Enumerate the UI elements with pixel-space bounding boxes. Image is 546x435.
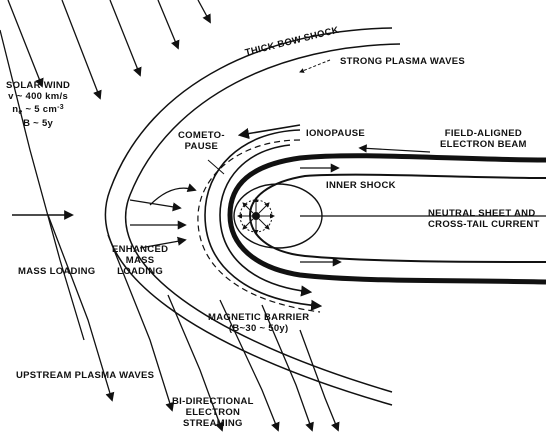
plasma-waves-leader bbox=[299, 59, 331, 73]
draped-field-lines bbox=[204, 124, 323, 311]
inner-shock-label: INNER SHOCK bbox=[326, 180, 396, 191]
solar-wind-field-lines bbox=[0, 0, 340, 432]
field-line-1b bbox=[47, 214, 115, 402]
magnetic-barrier-label: MAGNETIC BARRIER (B~30 ~ 50y) bbox=[208, 312, 310, 334]
enhanced-mass-loading-label: ENHANCED MASS LOADING bbox=[112, 244, 169, 277]
field-aligned-beam-label: FIELD-ALIGNED ELECTRON BEAM bbox=[440, 128, 527, 150]
solar-wind-velocity: v ~ 400 km/s bbox=[8, 91, 69, 102]
bow-shock bbox=[104, 27, 401, 406]
field-line-6 bbox=[0, 29, 85, 341]
cometopause-boundary bbox=[197, 139, 321, 313]
field-line-5b bbox=[261, 304, 314, 432]
field-line-1 bbox=[7, 0, 44, 88]
nucleus bbox=[237, 197, 275, 235]
neutral-sheet-label: NEUTRAL SHEET AND CROSS-TAIL CURRENT bbox=[428, 208, 540, 230]
ionopause-tail bbox=[227, 153, 546, 285]
solar-wind-field: B ~ 5y bbox=[23, 118, 54, 129]
flow-arrows bbox=[129, 163, 342, 267]
solar-wind-label: SOLAR WIND v ~ 400 km/s ne ~ 5 cm-3 B ~ … bbox=[6, 80, 70, 129]
field-line-4b bbox=[219, 299, 280, 432]
strong-plasma-waves-label: STRONG PLASMA WAVES bbox=[340, 56, 465, 67]
mass-loading-label: MASS LOADING bbox=[18, 266, 96, 277]
field-line-4 bbox=[157, 0, 180, 50]
electron-beam-arrow bbox=[358, 144, 431, 153]
cometopause-label: COMETO- PAUSE bbox=[178, 130, 225, 152]
field-line-3 bbox=[109, 0, 142, 77]
ionopause-label: IONOPAUSE bbox=[306, 128, 366, 139]
bidirectional-streaming-label: BI-DIRECTIONAL ELECTRON STREAMING bbox=[172, 396, 254, 429]
field-line-3b bbox=[167, 294, 224, 432]
field-line-5 bbox=[197, 0, 211, 24]
field-line-2 bbox=[61, 0, 102, 100]
solar-wind-title: SOLAR WIND bbox=[6, 80, 71, 91]
cometopause-leader bbox=[207, 159, 225, 175]
upstream-plasma-waves-label: UPSTREAM PLASMA WAVES bbox=[16, 370, 155, 381]
field-line-7 bbox=[299, 329, 340, 432]
solar-wind-density: ne ~ 5 cm-3 bbox=[12, 104, 64, 116]
field-line-2b bbox=[107, 234, 175, 412]
